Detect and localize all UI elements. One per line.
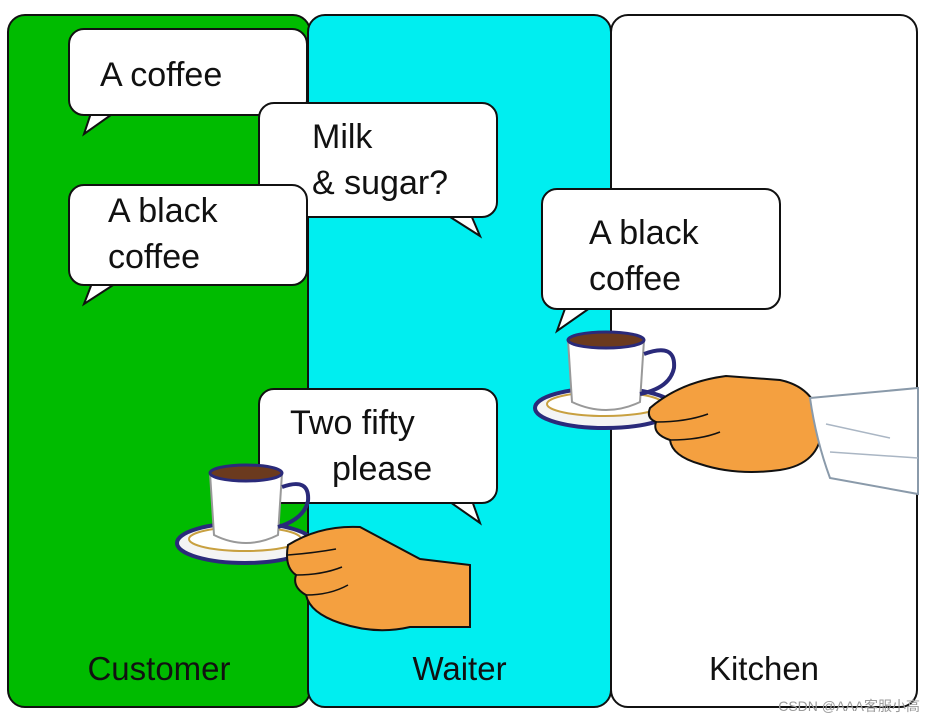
bubble-line: coffee — [589, 260, 682, 298]
bubble-line: Two fifty — [290, 404, 415, 442]
bubble-line: A black — [108, 192, 218, 230]
bubble-line: coffee — [108, 238, 201, 276]
lane-label-kitchen: Kitchen — [708, 650, 820, 687]
coffee-cup-in-hand-icon — [533, 330, 919, 496]
bubble-customer-reply: A black coffee — [68, 184, 308, 286]
bubble-line: please — [332, 450, 433, 488]
watermark: CSDN @AAA客服小高 — [778, 698, 920, 714]
bubble-line: A coffee — [100, 56, 223, 94]
bubble-waiter-question: Milk & sugar? — [258, 102, 498, 218]
bubble-line: & sugar? — [312, 164, 449, 202]
lane-label-waiter: Waiter — [412, 650, 507, 687]
bubble-customer-order: A coffee — [68, 28, 308, 116]
lane-kitchen: Kitchen — [610, 14, 918, 708]
coffee-cup-in-hand-icon — [175, 463, 471, 632]
bubble-line: A black — [589, 214, 699, 252]
bubble-line: Milk — [312, 118, 373, 156]
bubble-kitchen-callout: A black coffee — [541, 188, 781, 310]
lane-label-customer: Customer — [87, 650, 231, 687]
